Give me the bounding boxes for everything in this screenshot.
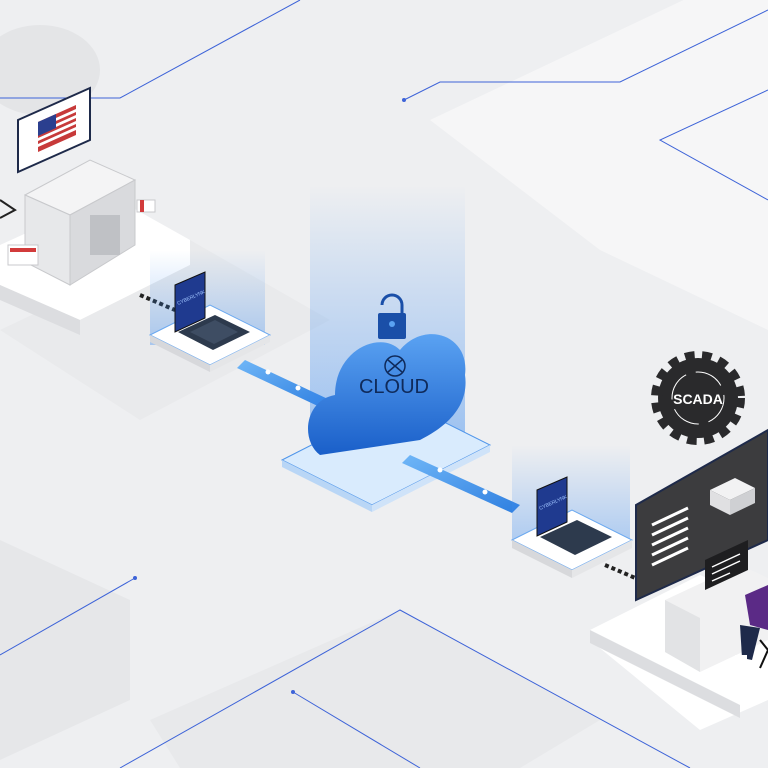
cable	[0, 199, 17, 219]
cloud-label: CLOUD	[359, 376, 429, 398]
operator-person	[735, 585, 768, 669]
scada-label: SCADA	[673, 391, 723, 407]
data-link-right	[402, 455, 520, 513]
data-link-left	[237, 360, 330, 408]
lock-icon	[378, 293, 406, 339]
factory-machine	[7, 159, 156, 286]
cable	[604, 563, 641, 582]
usa-flag-sign	[17, 86, 91, 174]
scada-gear-icon: SCADA	[651, 351, 745, 445]
usa-flag-icon	[38, 105, 76, 152]
data-packets-left	[265, 369, 301, 391]
scada-workstation	[590, 428, 768, 730]
cyberlynk-logo-icon	[384, 355, 406, 377]
text-lines-icon	[651, 506, 689, 567]
machine-thumbnail-icon	[710, 478, 755, 515]
data-packets-right	[437, 467, 488, 495]
desktop-monitor	[705, 540, 748, 590]
cloud-node: CLOUD	[280, 185, 492, 512]
edge-device-right: CYBERLYNK	[510, 445, 634, 578]
edge-device-left: CYBERLYNK	[148, 250, 272, 372]
circuit-nodes	[133, 98, 406, 694]
